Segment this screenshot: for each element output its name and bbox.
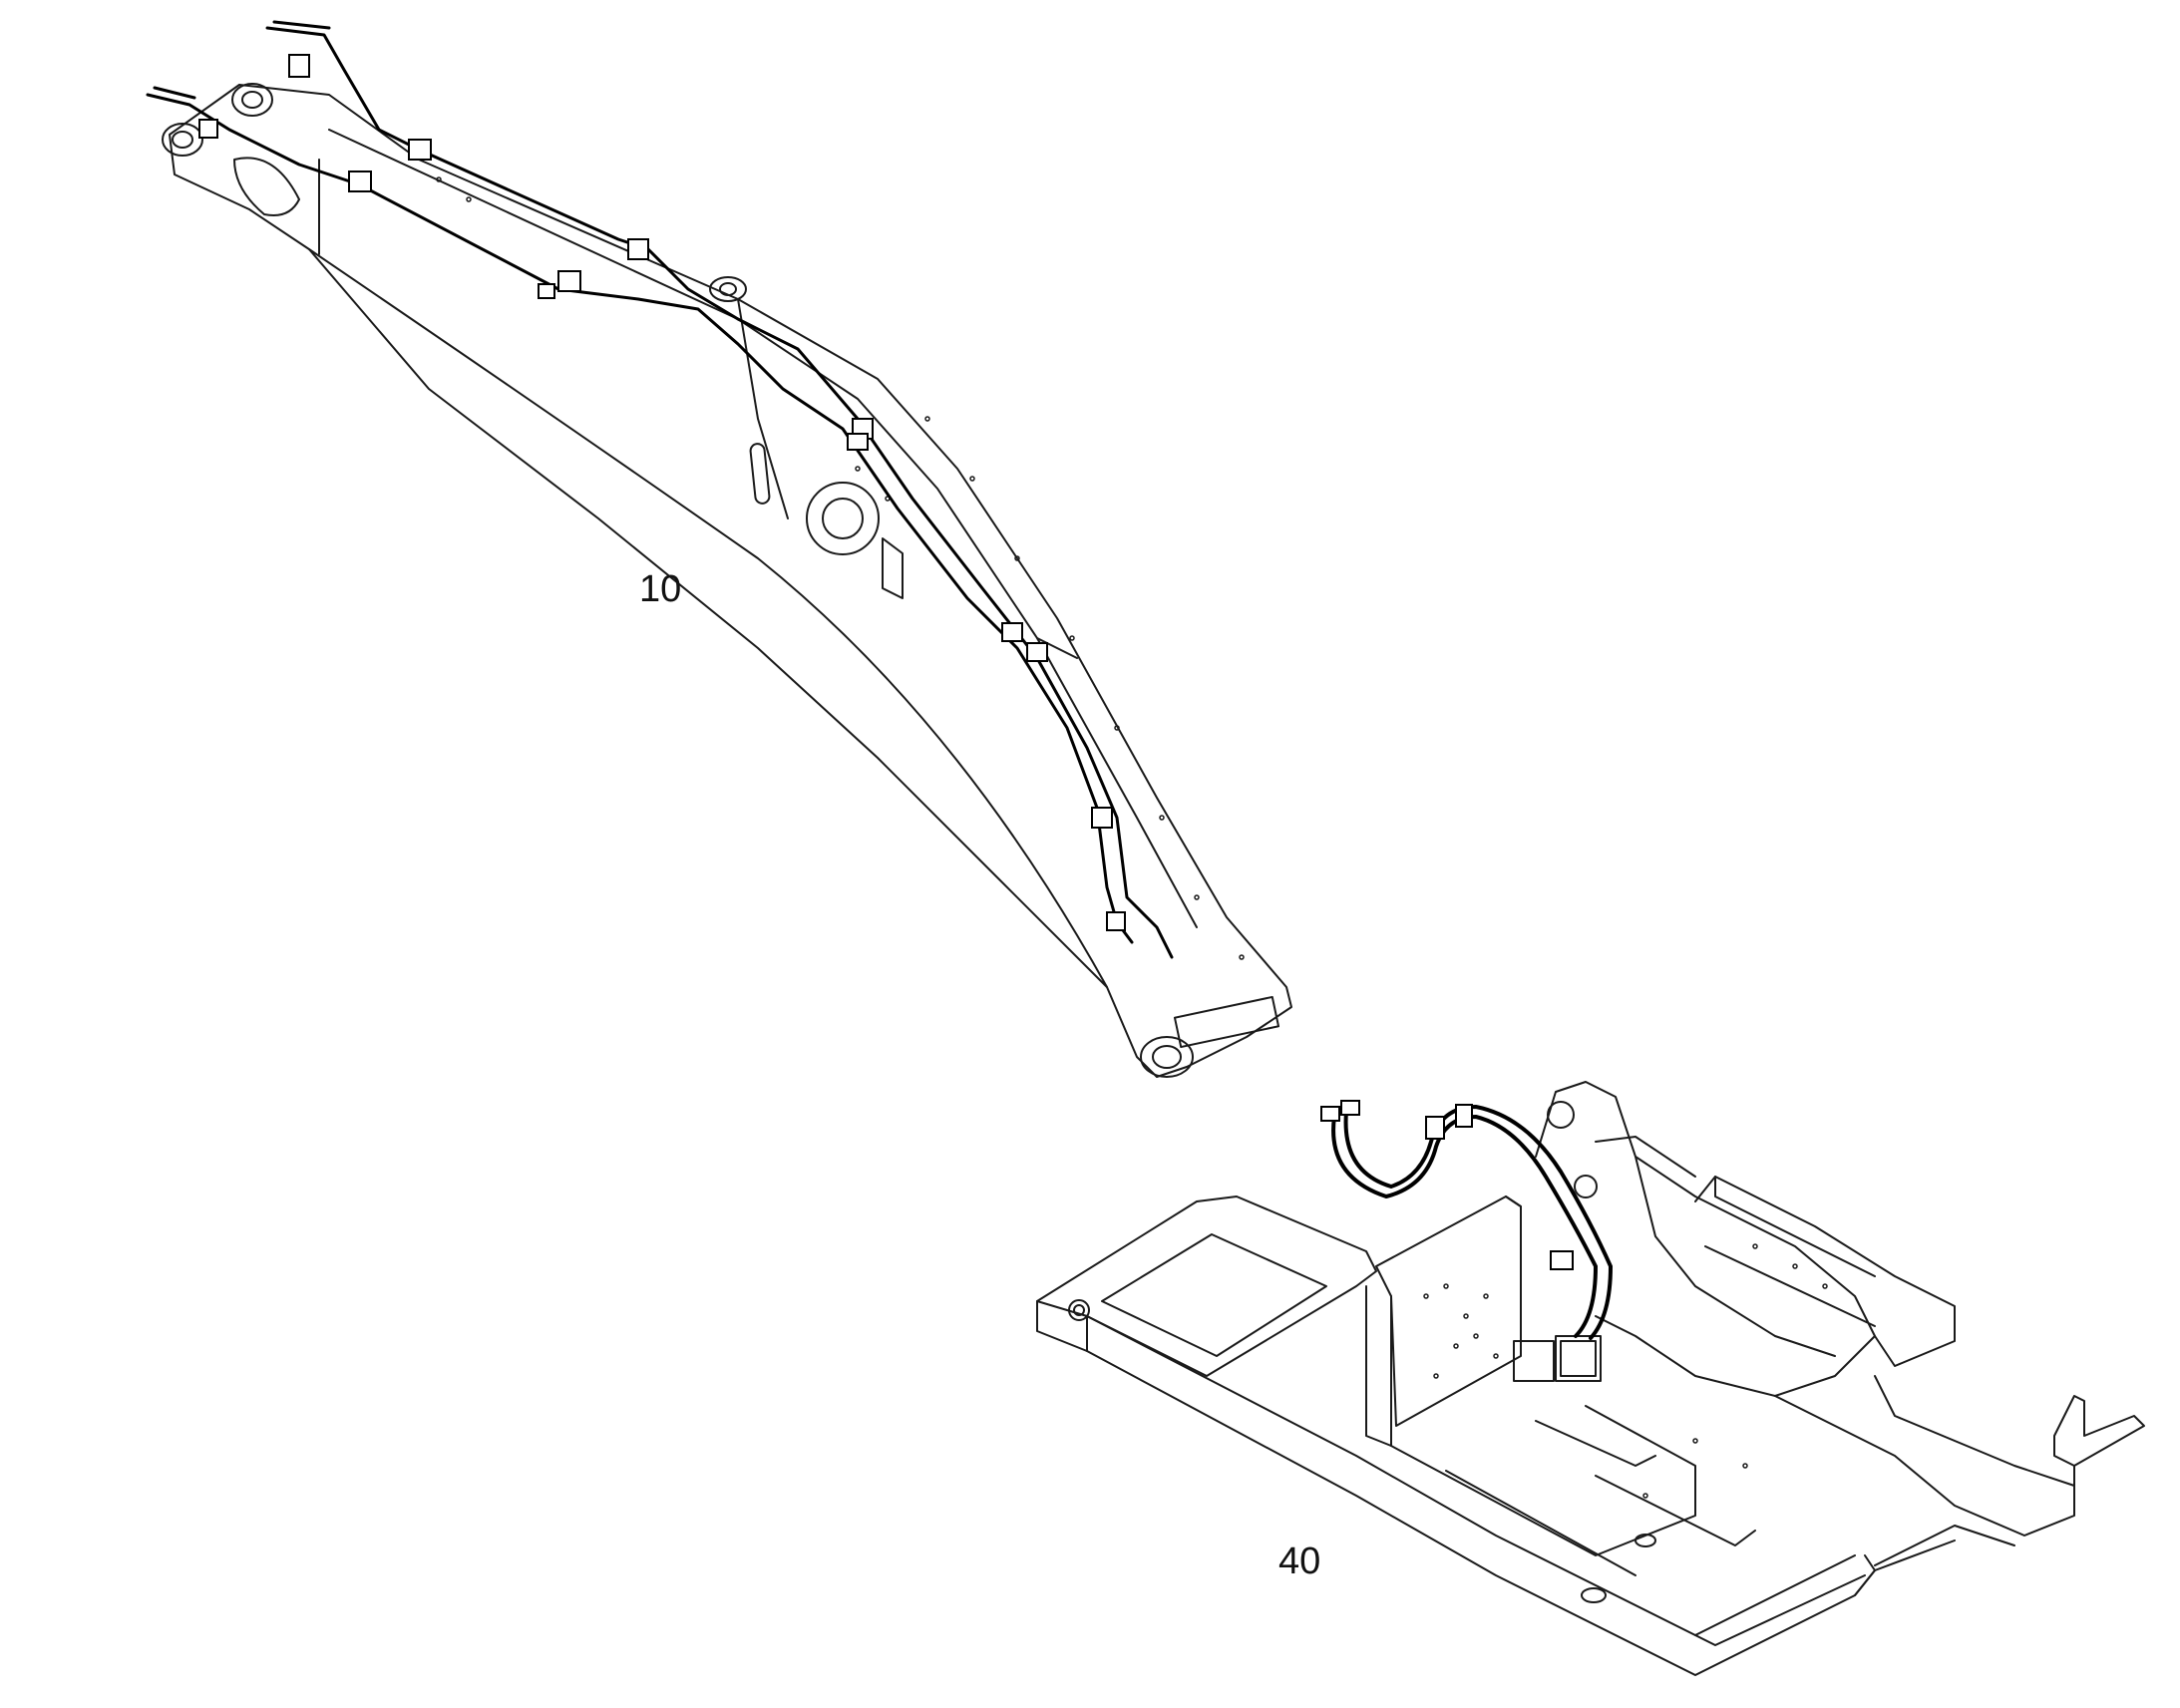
boom-top-edge xyxy=(328,129,1198,928)
boom-hose-clamps xyxy=(198,54,1126,931)
boom-head-pin xyxy=(162,123,203,157)
boom-underside xyxy=(308,248,1108,988)
frame-center-platform xyxy=(1365,1285,1392,1447)
boom-foot-pin xyxy=(1140,1036,1194,1078)
boom-pipe-lower xyxy=(146,93,1134,944)
callout-label-boom: 10 xyxy=(639,568,682,610)
tower-pin-hole xyxy=(1547,1101,1575,1129)
frame-vertical-panel xyxy=(1375,1196,1522,1427)
upper-frame-assembly xyxy=(1036,1081,2145,1676)
control-valve-block xyxy=(1555,1335,1602,1382)
frame-mount-hole xyxy=(1068,1299,1090,1321)
callout-label-frame: 40 xyxy=(1278,1540,1321,1582)
frame-right-rail xyxy=(1774,1375,2075,1537)
frame-hose-fittings xyxy=(1320,1100,1574,1270)
cylinder-boss xyxy=(806,482,880,555)
boom-outline xyxy=(169,84,1292,1078)
frame-right-deck xyxy=(1694,1176,1956,1367)
frame-hydraulic-hoses xyxy=(1331,1105,1613,1340)
frame-boom-tower xyxy=(1535,1081,1876,1397)
boom-bolt-holes xyxy=(436,176,1245,960)
frame-bolt-holes xyxy=(1423,1243,1828,1499)
frame-hose-left xyxy=(1331,1115,1598,1338)
frame-hose-right xyxy=(1343,1105,1613,1340)
boom-pipe-upper xyxy=(265,26,1174,959)
frame-right-bracket xyxy=(2053,1395,2145,1467)
